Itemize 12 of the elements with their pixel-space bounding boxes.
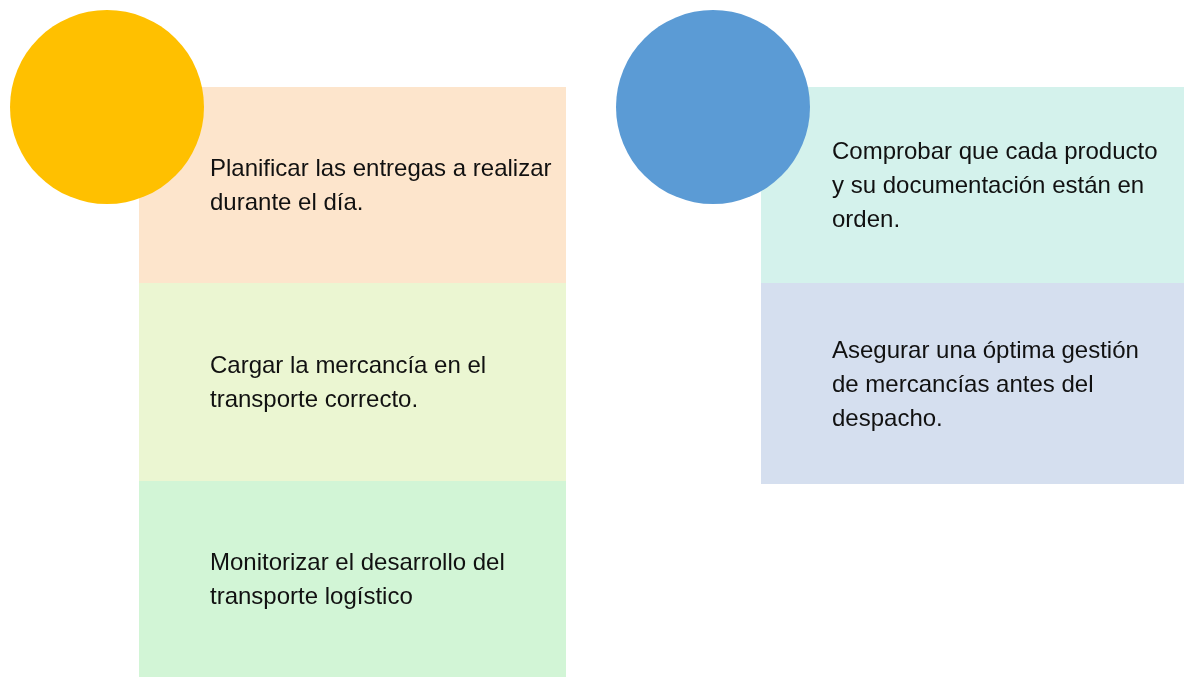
circle-shape <box>10 10 204 204</box>
step-box <box>761 87 1184 283</box>
step-box <box>139 283 566 481</box>
step-box <box>139 481 566 677</box>
step-text: Cargar la mercancía en el transporte correcto. <box>210 350 488 414</box>
step-text: Comprobar que cada producto y su documentación están en orden. <box>832 136 1159 234</box>
step-text: Planificar las entregas a realizar durante el día. <box>210 153 552 217</box>
step-text: Asegurar una óptima gestión de mercancías antes del despacho. <box>832 334 1140 433</box>
step-box <box>761 283 1184 484</box>
step-box <box>139 87 566 283</box>
circle-shape <box>616 10 810 204</box>
step-text: Monitorizar el desarrollo del transporte logístico <box>210 547 506 611</box>
